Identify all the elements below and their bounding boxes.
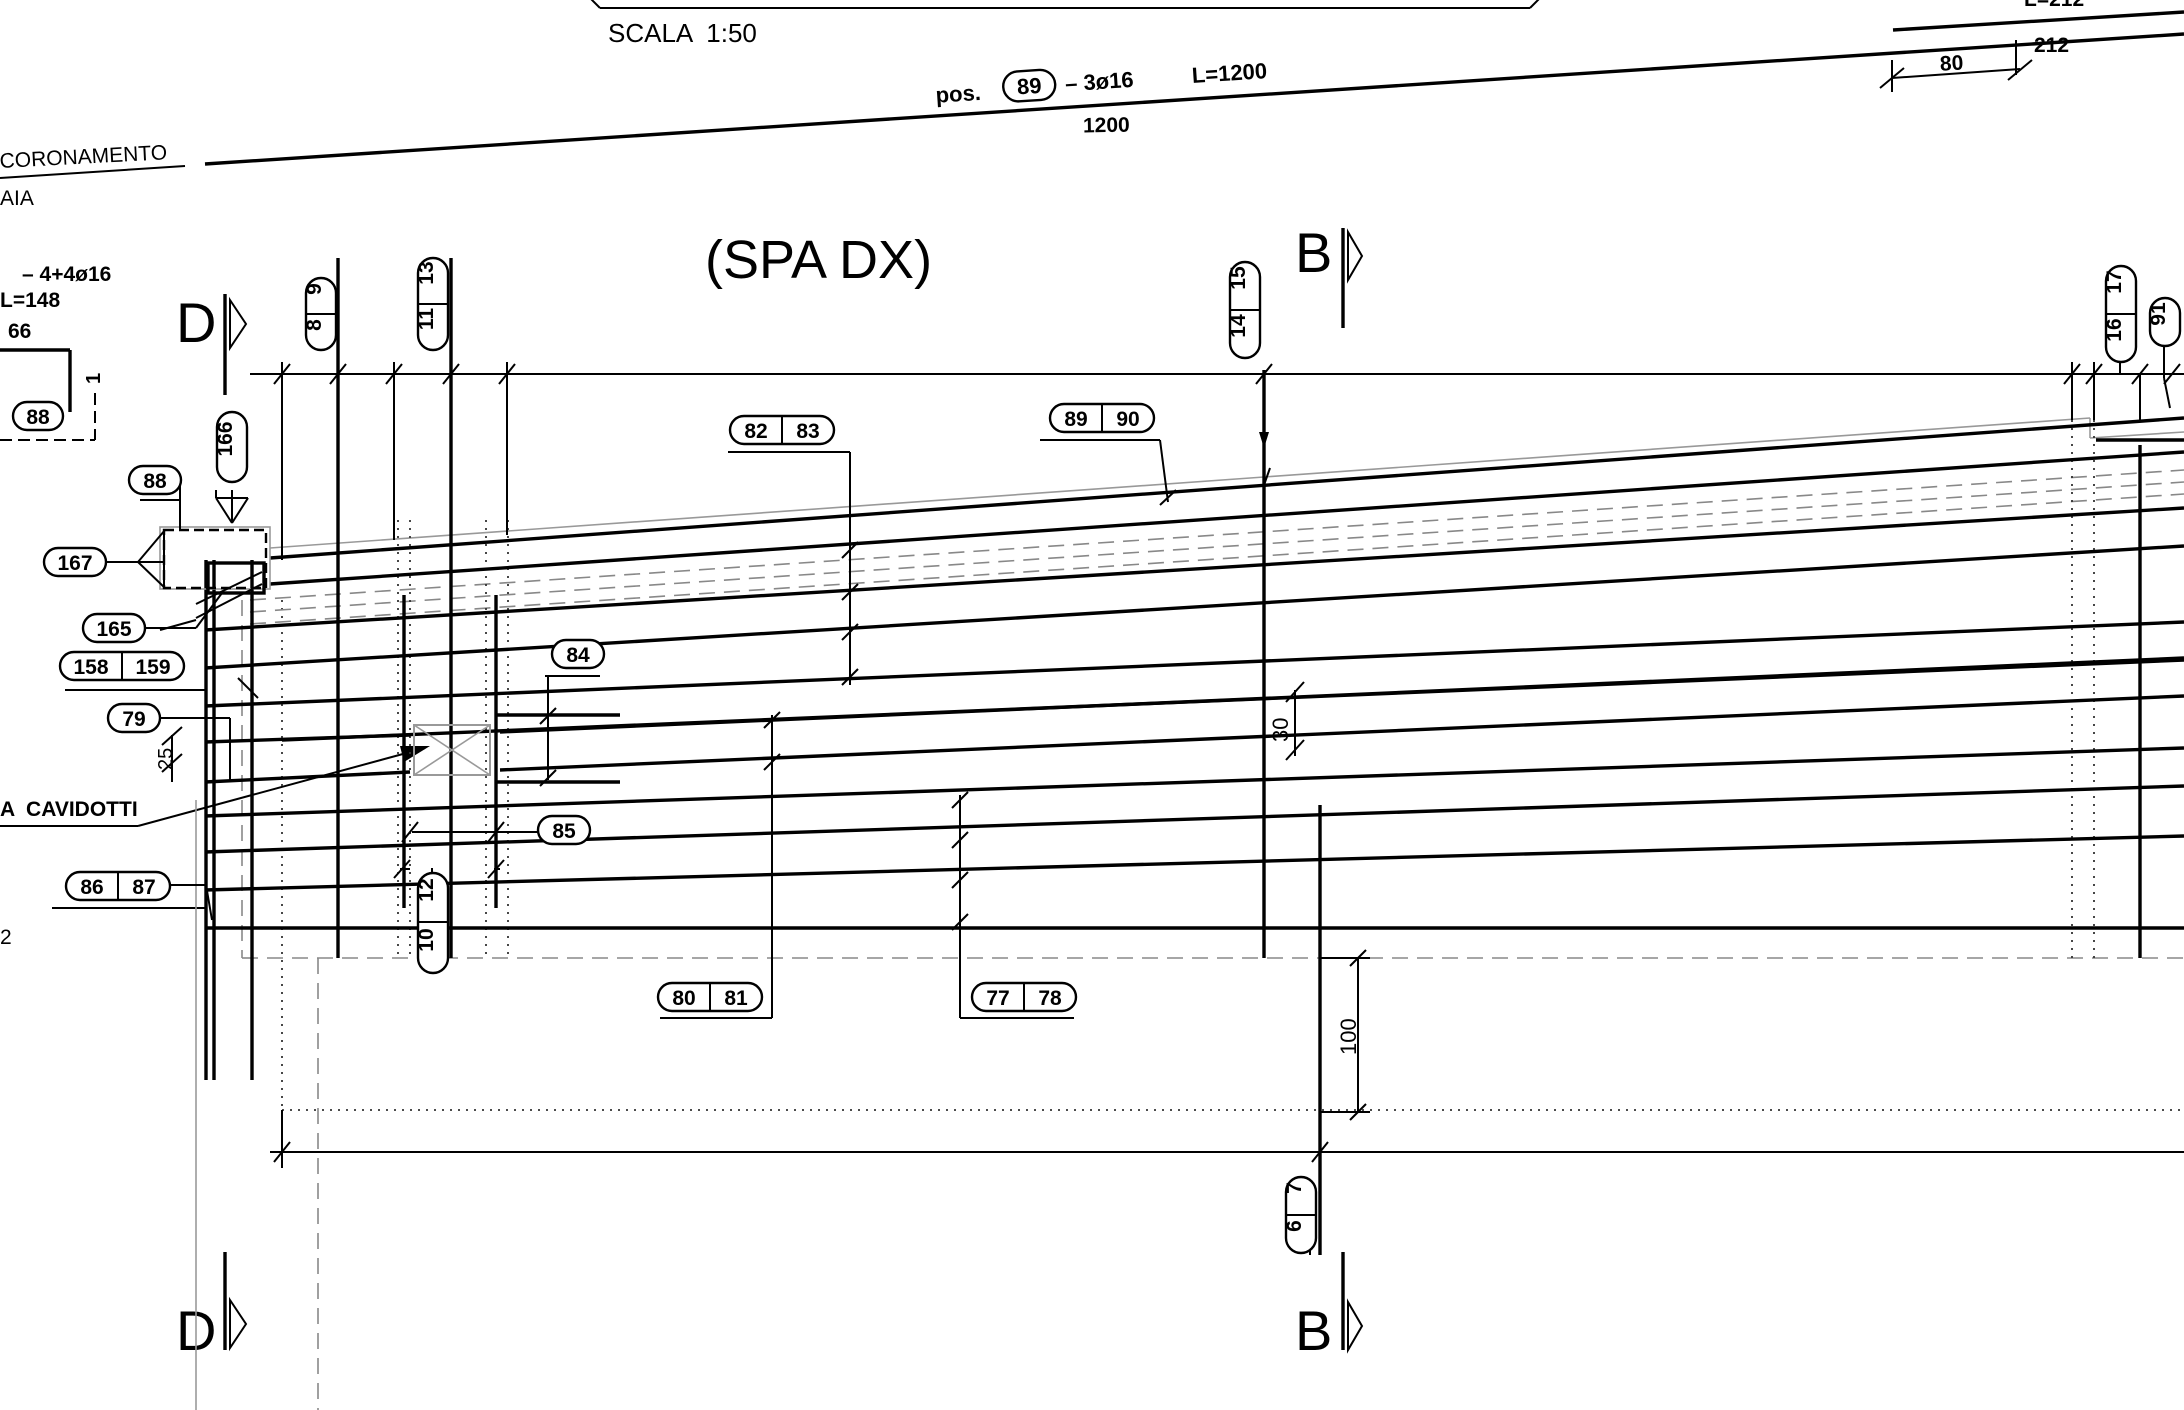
length-1200: 1200 bbox=[1083, 114, 1130, 138]
tag-88-left: 88 bbox=[26, 406, 50, 429]
tag-85: 85 bbox=[552, 820, 576, 843]
tag-9: 9 bbox=[303, 283, 326, 295]
dim-30: 30 bbox=[1268, 718, 1293, 742]
section-b-top: B bbox=[1295, 221, 1332, 284]
tag-7: 7 bbox=[1283, 1182, 1306, 1194]
truncated-2: 2 bbox=[0, 926, 12, 949]
tag-88: 88 bbox=[143, 470, 167, 493]
tag-15: 15 bbox=[1227, 266, 1250, 290]
tag-89: 89 bbox=[1064, 408, 1087, 431]
aia-label: AIA bbox=[0, 187, 34, 210]
tag-16: 16 bbox=[2103, 318, 2126, 341]
header-area: SCALA 1:50 pos. 89 – 3ø16 L=1200 1200 L=… bbox=[0, 0, 2184, 179]
tag-78: 78 bbox=[1038, 987, 1062, 1010]
pos-length: L=1200 bbox=[1191, 58, 1268, 88]
cut-l212: L=212 bbox=[2024, 0, 2084, 11]
tag-86: 86 bbox=[80, 876, 103, 899]
vertical-rebars bbox=[204, 258, 2184, 1255]
pos-spec: – 3ø16 bbox=[1064, 67, 1134, 96]
tag-8: 8 bbox=[303, 319, 326, 331]
dim-212: 212 bbox=[2034, 34, 2069, 57]
top-dimension bbox=[250, 362, 2184, 560]
tag-14: 14 bbox=[1227, 314, 1250, 338]
section-marks: (SPA DX) D D B B bbox=[176, 221, 1364, 1362]
cavidotti-box bbox=[413, 724, 491, 776]
tag-12: 12 bbox=[415, 878, 438, 901]
tag-158: 158 bbox=[73, 656, 108, 679]
bars-spec: – 4+4ø16 bbox=[22, 263, 111, 286]
dim-80: 80 bbox=[1939, 52, 1964, 76]
pos-prefix: pos. bbox=[935, 80, 982, 108]
tag-pills: 9 8 13 11 15 14 17 16 91 166 88 167 165 bbox=[42, 256, 2182, 1255]
tag-82: 82 bbox=[744, 420, 767, 443]
pos-89-callout: pos. 89 – 3ø16 L=1200 bbox=[935, 58, 1268, 108]
leader-lines bbox=[65, 320, 2171, 1255]
tag-84: 84 bbox=[566, 644, 590, 667]
section-title: (SPA DX) bbox=[705, 230, 932, 290]
dim-100: 100 bbox=[1336, 1018, 1361, 1055]
tag-13: 13 bbox=[415, 261, 438, 284]
tag-17: 17 bbox=[2103, 270, 2126, 293]
tag-11: 11 bbox=[415, 308, 438, 331]
tag-79: 79 bbox=[122, 708, 145, 731]
tag-167: 167 bbox=[57, 552, 92, 575]
scale-label: SCALA 1:50 bbox=[608, 18, 757, 48]
tag-77: 77 bbox=[986, 987, 1009, 1010]
tag-91: 91 bbox=[2147, 302, 2170, 326]
tag-10: 10 bbox=[415, 928, 438, 951]
dim-25: 25 bbox=[155, 748, 177, 770]
tag-165: 165 bbox=[96, 618, 131, 641]
length-148: L=148 bbox=[0, 289, 60, 312]
structure-outline bbox=[195, 417, 2184, 1410]
cavidotti-label: A CAVIDOTTI bbox=[0, 798, 138, 821]
tag-87: 87 bbox=[132, 876, 155, 899]
tag-159: 159 bbox=[135, 656, 170, 679]
tag-83: 83 bbox=[796, 420, 819, 443]
dim-66: 66 bbox=[8, 320, 31, 343]
tag-80: 80 bbox=[672, 987, 695, 1010]
pos-number: 89 bbox=[1016, 73, 1042, 100]
tag-90: 90 bbox=[1116, 408, 1139, 431]
dim-1: 1 bbox=[83, 373, 105, 384]
tag-81: 81 bbox=[724, 987, 748, 1010]
section-d-top: D bbox=[176, 291, 216, 354]
local-dimensions: 25 30 100 bbox=[155, 432, 2184, 1168]
tag-6: 6 bbox=[1283, 1220, 1306, 1232]
horizontal-rebars bbox=[204, 416, 2184, 930]
section-b-bottom: B bbox=[1295, 1299, 1332, 1362]
tag-166: 166 bbox=[214, 421, 237, 456]
